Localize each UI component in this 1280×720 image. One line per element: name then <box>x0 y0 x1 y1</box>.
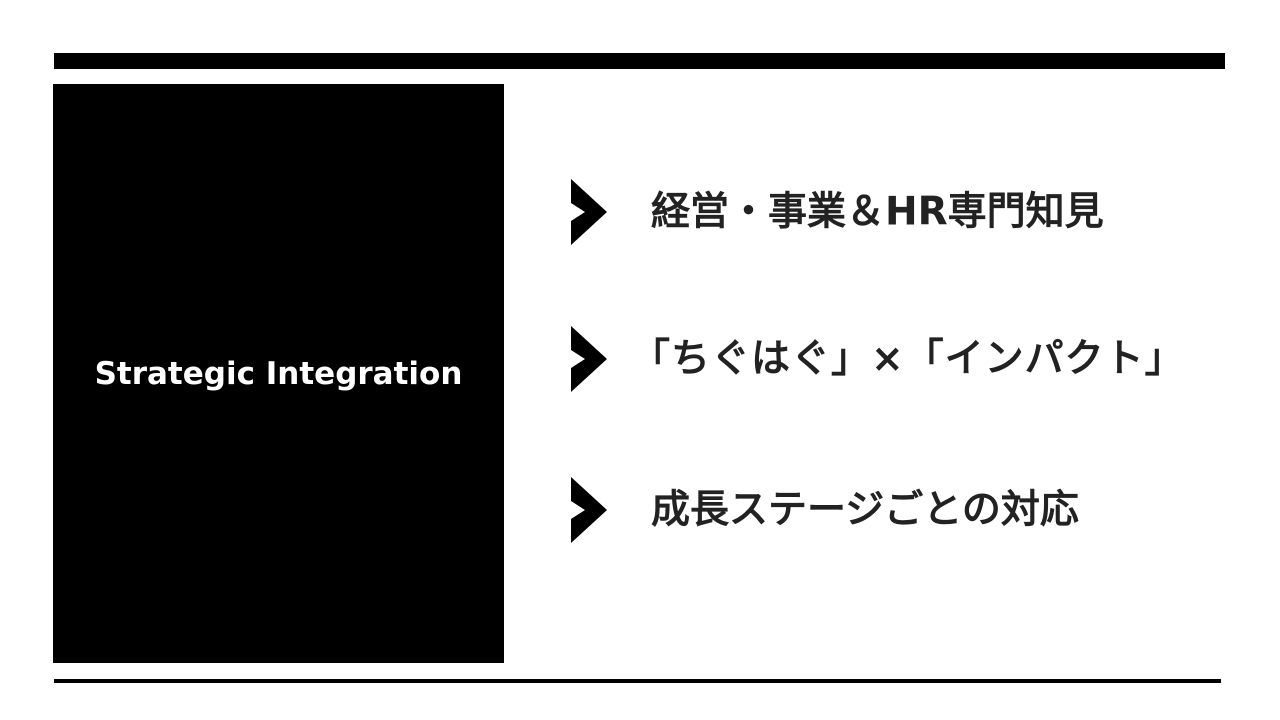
top-rule <box>54 53 1225 69</box>
chevron-right-icon <box>567 326 607 392</box>
point-item-expertise: 経営・事業＆HR専門知見 <box>567 177 1267 247</box>
point-text: 成長ステージごとの対応 <box>651 487 1079 533</box>
chevron-right-icon <box>567 477 607 543</box>
point-text: 「ちぐはぐ」×「インパクト」 <box>631 336 1185 382</box>
panel-title: Strategic Integration <box>94 355 463 392</box>
point-item-impact: 「ちぐはぐ」×「インパクト」 <box>567 324 1267 394</box>
chevron-right-icon <box>567 179 607 245</box>
bottom-rule <box>54 679 1221 683</box>
left-panel: Strategic Integration <box>53 84 504 663</box>
point-item-growth-stage: 成長ステージごとの対応 <box>567 475 1267 545</box>
point-text: 経営・事業＆HR専門知見 <box>651 189 1104 235</box>
